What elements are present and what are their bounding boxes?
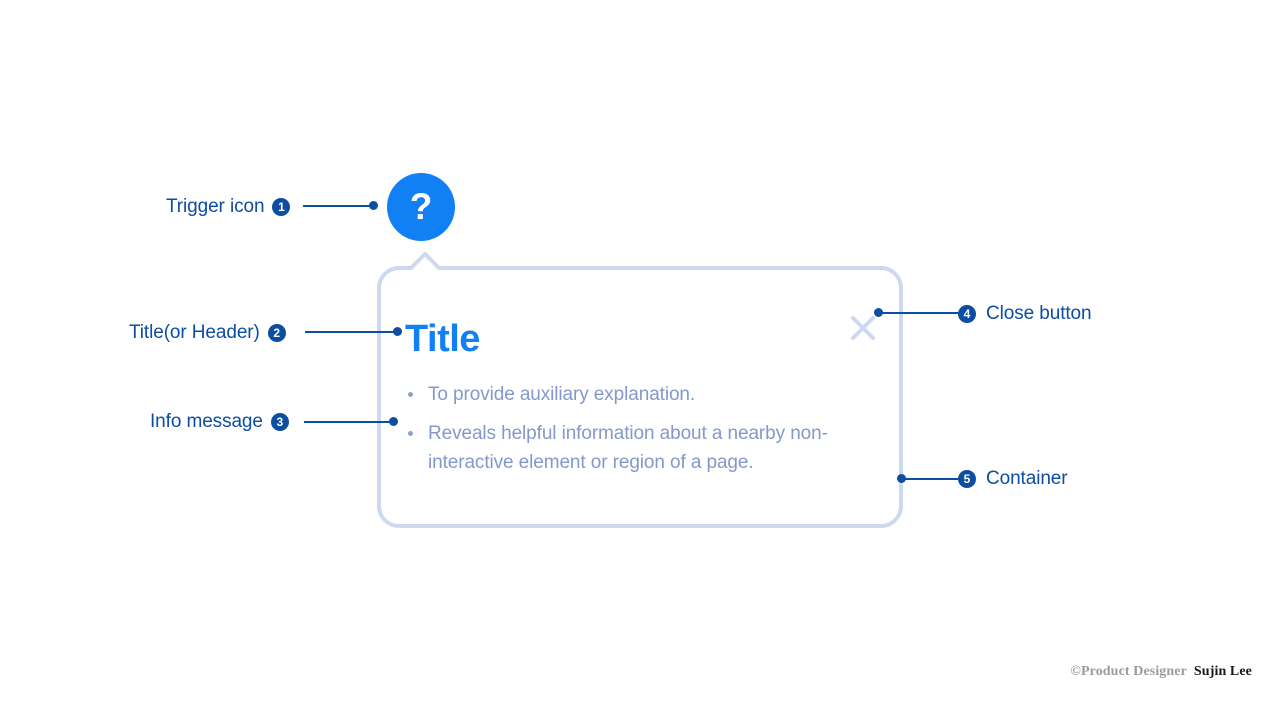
leader-dot bbox=[393, 327, 402, 336]
tooltip-info-list: To provide auxiliary explanation. Reveal… bbox=[405, 380, 865, 487]
list-item-text: Reveals helpful information about a near… bbox=[428, 423, 828, 473]
trigger-icon[interactable]: ? bbox=[387, 173, 455, 241]
question-mark-icon: ? bbox=[409, 185, 433, 227]
callout-label: Container bbox=[986, 468, 1068, 489]
callout-title: Title(or Header) 2 bbox=[129, 322, 286, 344]
list-item: Reveals helpful information about a near… bbox=[405, 419, 865, 477]
leader-dot bbox=[389, 417, 398, 426]
callout-badge: 3 bbox=[270, 413, 289, 431]
callout-badge: 2 bbox=[267, 324, 286, 342]
tooltip-title: Title bbox=[405, 318, 480, 360]
leader-line bbox=[901, 478, 963, 480]
leader-line bbox=[303, 205, 375, 207]
credit-role: ©Product Designer bbox=[1070, 664, 1187, 679]
credit-name: Sujin Lee bbox=[1193, 664, 1252, 679]
list-item: To provide auxiliary explanation. bbox=[405, 380, 865, 409]
callout-label-muted: (or Header) bbox=[163, 322, 260, 343]
callout-trigger-icon: Trigger icon 1 bbox=[166, 196, 291, 218]
leader-dot bbox=[897, 474, 906, 483]
callout-label: Trigger icon bbox=[166, 196, 265, 217]
tooltip-frame bbox=[377, 252, 903, 528]
callout-badge: 1 bbox=[272, 198, 291, 216]
leader-line bbox=[304, 421, 394, 423]
callout-badge: 5 bbox=[958, 470, 976, 488]
bullet-icon bbox=[408, 431, 413, 436]
callout-container: 5 Container bbox=[958, 468, 1068, 490]
leader-line bbox=[305, 331, 397, 333]
tooltip-container: Title To provide auxiliary explanation. … bbox=[375, 252, 905, 530]
list-item-text: To provide auxiliary explanation. bbox=[428, 384, 696, 405]
leader-line bbox=[880, 312, 962, 314]
callout-label: Info message bbox=[150, 411, 263, 432]
credit-footer: ©Product Designer Sujin Lee bbox=[1070, 664, 1252, 680]
callout-badge: 4 bbox=[958, 305, 976, 323]
callout-info-message: Info message 3 bbox=[150, 411, 289, 433]
tooltip-body: Title To provide auxiliary explanation. … bbox=[375, 268, 905, 530]
close-button[interactable] bbox=[846, 311, 880, 345]
callout-label: Title bbox=[129, 322, 164, 343]
leader-dot bbox=[369, 201, 378, 210]
close-x-icon bbox=[851, 316, 875, 340]
leader-dot bbox=[874, 308, 883, 317]
callout-close-button: 4 Close button bbox=[958, 303, 1092, 325]
bullet-icon bbox=[408, 392, 413, 397]
callout-label: Close button bbox=[986, 303, 1092, 324]
